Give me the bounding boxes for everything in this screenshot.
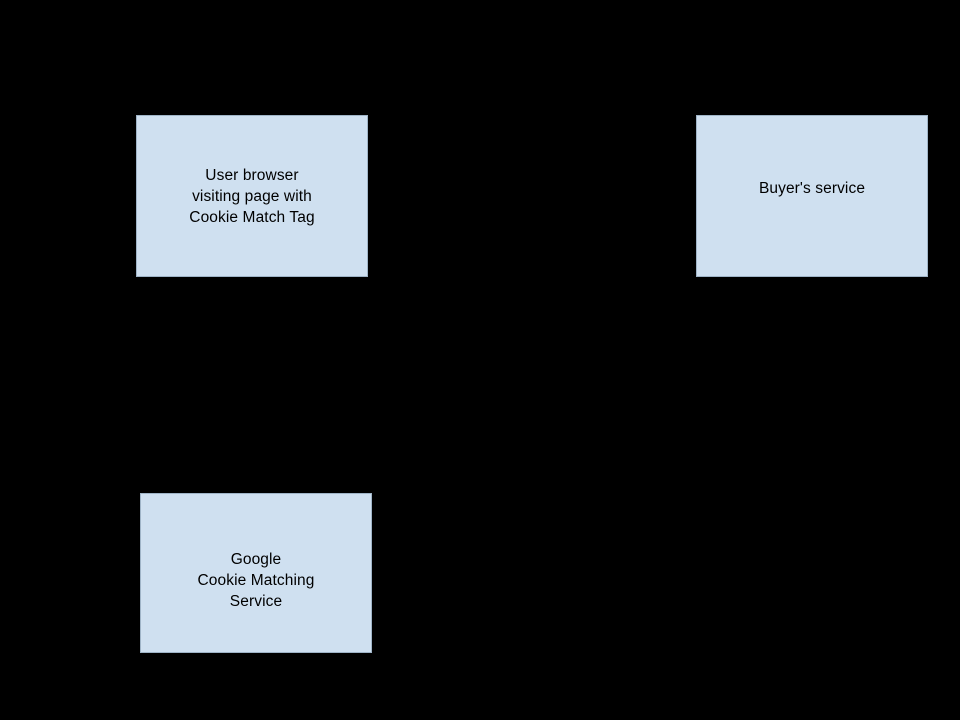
node-google-cookie-matching-service[interactable]: Google Cookie Matching Service: [140, 493, 372, 653]
edge-google-to-buyer: [371, 276, 813, 574]
node-google-cookie-matching-service-label: Google Cookie Matching Service: [197, 550, 315, 610]
node-buyers-service-label: Buyer's service: [758, 179, 866, 197]
edge-user-to-google: [253, 276, 257, 494]
node-buyers-service[interactable]: Buyer's service: [696, 115, 928, 277]
node-user-browser-label: User browser visiting page with Cookie M…: [189, 166, 315, 226]
node-user-browser[interactable]: User browser visiting page with Cookie M…: [136, 115, 368, 277]
